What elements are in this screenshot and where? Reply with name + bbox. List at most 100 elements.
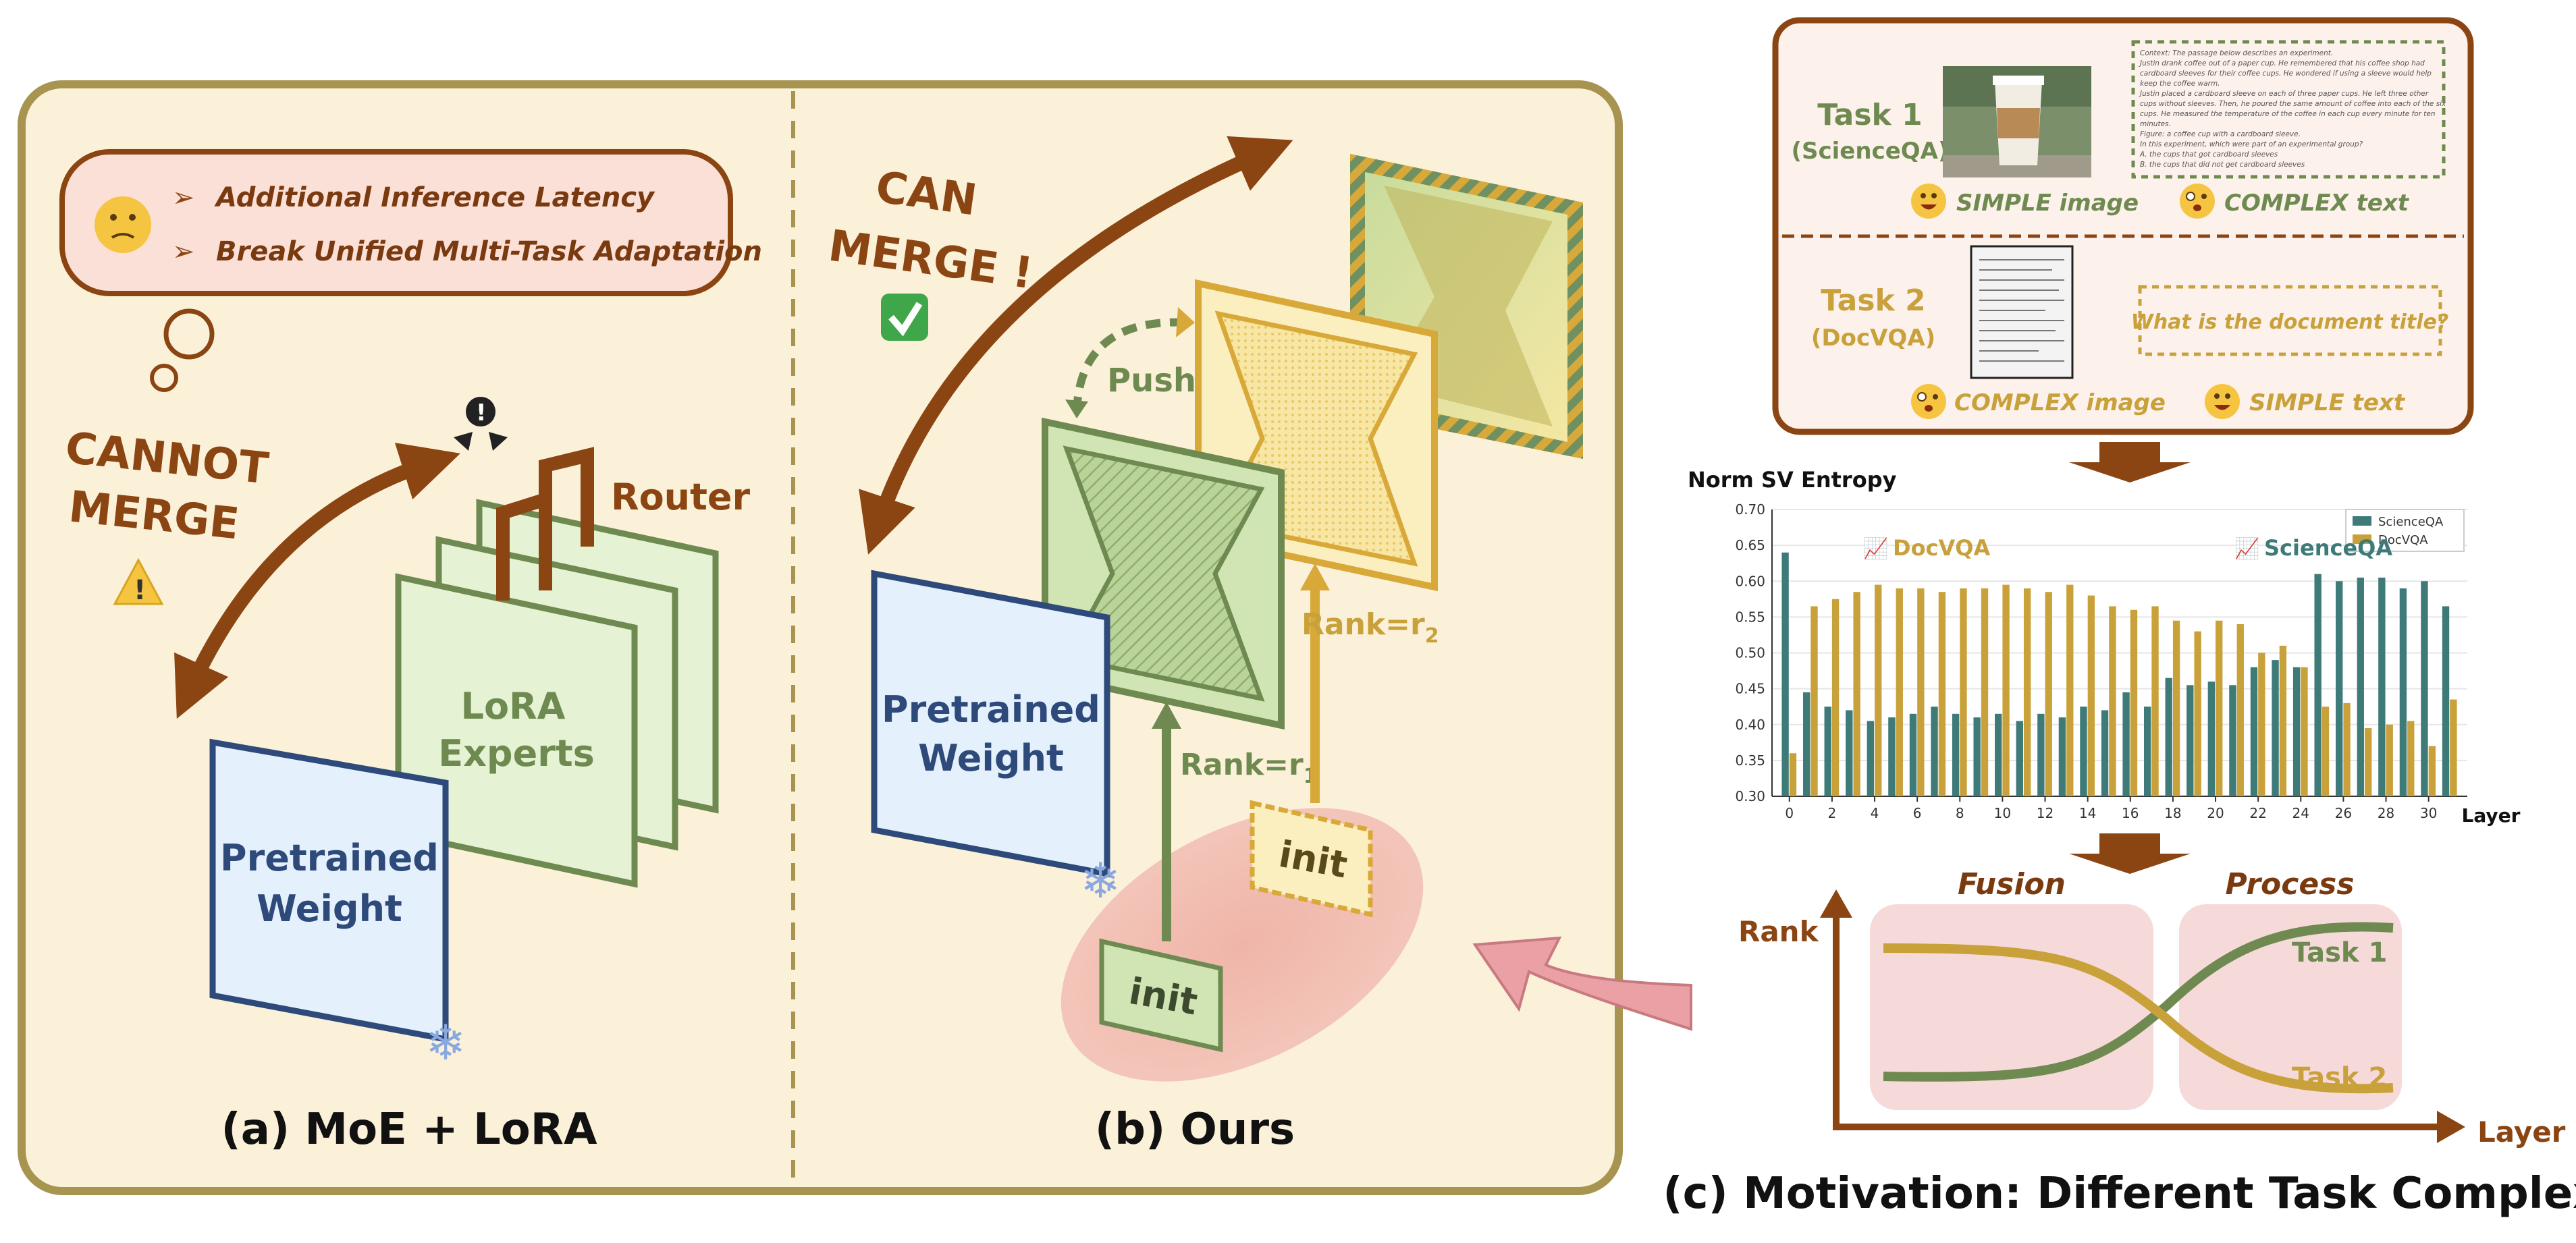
bar-docvqa-5 <box>1896 588 1903 796</box>
bar-scienceqa-21 <box>2229 685 2236 796</box>
bar-scienceqa-9 <box>1973 717 1981 796</box>
x-tick-label: 14 <box>2079 805 2096 821</box>
svg-text:keep the coffee warm.: keep the coffee warm. <box>2140 80 2220 88</box>
svg-text:cups without sleeves. Then, he: cups without sleeves. Then, he poured th… <box>2140 100 2446 108</box>
task1-curve <box>1883 922 2394 1082</box>
check-icon <box>881 294 928 341</box>
snowflake-icon-b: ❄ <box>1080 852 1121 909</box>
bar-scienceqa-12 <box>2037 713 2045 796</box>
annotation-label: DocVQA <box>1893 535 1990 561</box>
bar-docvqa-20 <box>2216 620 2223 796</box>
svg-text:In this experiment, which were: In this experiment, which were part of a… <box>2140 140 2363 148</box>
bar-docvqa-26 <box>2343 702 2351 796</box>
annotation-icon: 📈 <box>1863 536 1888 561</box>
bar-scienceqa-4 <box>1867 721 1875 796</box>
bar-scienceqa-31 <box>2442 606 2450 796</box>
bar-scienceqa-8 <box>1952 713 1960 796</box>
bar-docvqa-6 <box>1917 588 1925 796</box>
bar-docvqa-13 <box>2066 584 2074 796</box>
experts-label-1: LoRA <box>461 685 566 727</box>
bar-scienceqa-7 <box>1931 707 1938 796</box>
svg-text:cups. He measured the temperat: cups. He measured the temperature of the… <box>2140 110 2436 118</box>
pretrained-b-label-2: Weight <box>918 737 1064 779</box>
svg-text:Justin placed a cardboard slee: Justin placed a cardboard sleeve on each… <box>2139 90 2429 98</box>
process-label: Process <box>2225 867 2354 902</box>
coffee-cup-image <box>1943 66 2091 177</box>
bar-docvqa-29 <box>2407 721 2415 796</box>
task1-title: Task 1 <box>1817 98 1922 132</box>
bar-docvqa-19 <box>2194 631 2201 796</box>
x-tick-label: 18 <box>2164 805 2181 821</box>
pretrained-weight-a <box>209 738 449 1043</box>
x-axis-label: Layer <box>2462 804 2521 827</box>
y-tick-label: 0.50 <box>1735 645 1765 661</box>
curve-task1-label: Task 1 <box>2292 937 2387 968</box>
x-tick-label: 6 <box>1913 805 1922 821</box>
bar-scienceqa-25 <box>2314 574 2322 796</box>
task2-dataset: (DocVQA) <box>1811 325 1935 352</box>
context-box <box>2131 40 2446 179</box>
thought-dot-large <box>163 308 215 360</box>
x-tick-label: 8 <box>1956 805 1964 821</box>
curve-task2-label: Task 2 <box>2292 1062 2387 1093</box>
x-tick-label: 26 <box>2335 805 2352 821</box>
annotation-icon: 📈 <box>2234 536 2259 561</box>
task1-image-desc: SIMPLE image <box>1956 190 2139 217</box>
x-tick-label: 12 <box>2037 805 2054 821</box>
thought-bubble <box>59 149 733 296</box>
task1-dataset: (ScienceQA) <box>1791 138 1948 165</box>
bar-scienceqa-22 <box>2250 667 2258 796</box>
y-tick-label: 0.45 <box>1735 681 1765 697</box>
svg-text:minutes.: minutes. <box>2140 120 2171 128</box>
bar-docvqa-4 <box>1875 584 1882 796</box>
rank-axis-label: Rank <box>1738 915 1819 948</box>
bar-docvqa-2 <box>1831 599 1840 796</box>
init-box-green <box>1099 938 1223 1053</box>
svg-text:!: ! <box>476 399 487 426</box>
bar-docvqa-1 <box>1810 606 1818 796</box>
bar-docvqa-24 <box>2301 667 2308 796</box>
bar-docvqa-31 <box>2450 699 2457 796</box>
bar-docvqa-0 <box>1789 753 1797 796</box>
caption-c: (c) Motivation: Different Task Complexit… <box>1663 1169 2576 1219</box>
panel-b: CAN MERGE ! Push Pretrain <box>826 136 1583 1155</box>
x-tick-label: 0 <box>1785 805 1794 821</box>
bar-scienceqa-28 <box>2378 577 2386 796</box>
curved-double-arrow-b <box>859 136 1293 555</box>
bar-scienceqa-30 <box>2421 581 2428 796</box>
legend-swatch <box>2353 534 2371 544</box>
question-box <box>2138 285 2442 356</box>
bar-docvqa-12 <box>2045 592 2052 796</box>
experts-label-2: Experts <box>438 732 595 775</box>
bar-scienceqa-13 <box>2058 717 2066 796</box>
task-box <box>1772 17 2474 435</box>
rank-r2-label: Rank=r2 <box>1302 607 1439 648</box>
annotation-label: ScienceQA <box>2264 535 2392 561</box>
bar-scienceqa-15 <box>2101 710 2109 796</box>
bar-docvqa-25 <box>2322 707 2330 796</box>
caption-a: (a) MoE + LoRA <box>221 1105 597 1155</box>
init-box-yellow <box>1250 800 1373 918</box>
down-arrow-2 <box>2069 833 2191 874</box>
y-tick-label: 0.35 <box>1735 752 1765 769</box>
task1-text-desc: COMPLEX text <box>2224 190 2410 217</box>
chart-title: Norm SV Entropy <box>1688 467 1897 493</box>
layer-axis-label: Layer <box>2477 1115 2566 1149</box>
x-tick-label: 2 <box>1828 805 1837 821</box>
lora-experts-stack <box>395 499 719 888</box>
bar-scienceqa-11 <box>2016 721 2023 796</box>
bar-docvqa-23 <box>2279 645 2287 796</box>
context-text: Context: The passage below describes an … <box>2139 49 2446 169</box>
pretrained-b-label-1: Pretrained <box>882 688 1100 731</box>
y-tick-label: 0.30 <box>1735 788 1765 804</box>
pink-arrow <box>1472 936 1692 1031</box>
bar-scienceqa-5 <box>1888 717 1896 796</box>
bar-scienceqa-3 <box>1846 710 1853 796</box>
y-tick-label: 0.60 <box>1735 573 1765 589</box>
x-tick-label: 30 <box>2420 805 2437 821</box>
bar-scienceqa-26 <box>2336 581 2343 796</box>
bar-scienceqa-16 <box>2122 692 2130 796</box>
bar-scienceqa-14 <box>2080 707 2087 796</box>
bar-scienceqa-23 <box>2272 660 2279 796</box>
